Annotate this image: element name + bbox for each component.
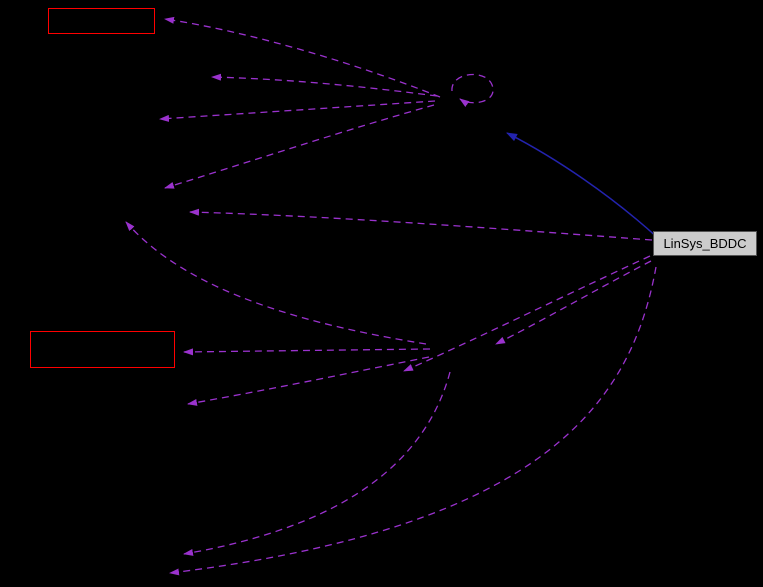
truncated-node-left[interactable] [30, 331, 175, 368]
linsys-bddc-node: LinSys_BDDC [653, 231, 757, 256]
edge-hub-mid-to-upper-left [125, 221, 427, 345]
edge-hub-top-to-red-node-top [164, 16, 441, 98]
edge-linsys-to-hub-mid [495, 260, 652, 345]
edge-hub-mid-to-bottom [183, 371, 451, 556]
edge-hub-mid-to-lower-left [187, 356, 430, 406]
edge-linsys-to-mid-left [403, 255, 651, 372]
edge-hub-top-to-upper-left [211, 73, 438, 97]
edge-hub-top-self-loop [451, 73, 494, 108]
edge-hub-top-to-lower-left [164, 104, 435, 189]
edge-linsys-to-bottom [169, 266, 657, 576]
edge-linsys-to-hub-top-solid [506, 132, 660, 240]
edge-linsys-to-far-left [189, 208, 653, 241]
edge-hub-top-to-left [159, 100, 436, 122]
edge-hub-mid-to-red-node-left [183, 348, 431, 356]
truncated-node-top[interactable] [48, 8, 155, 34]
linsys-bddc-label: LinSys_BDDC [663, 236, 747, 251]
